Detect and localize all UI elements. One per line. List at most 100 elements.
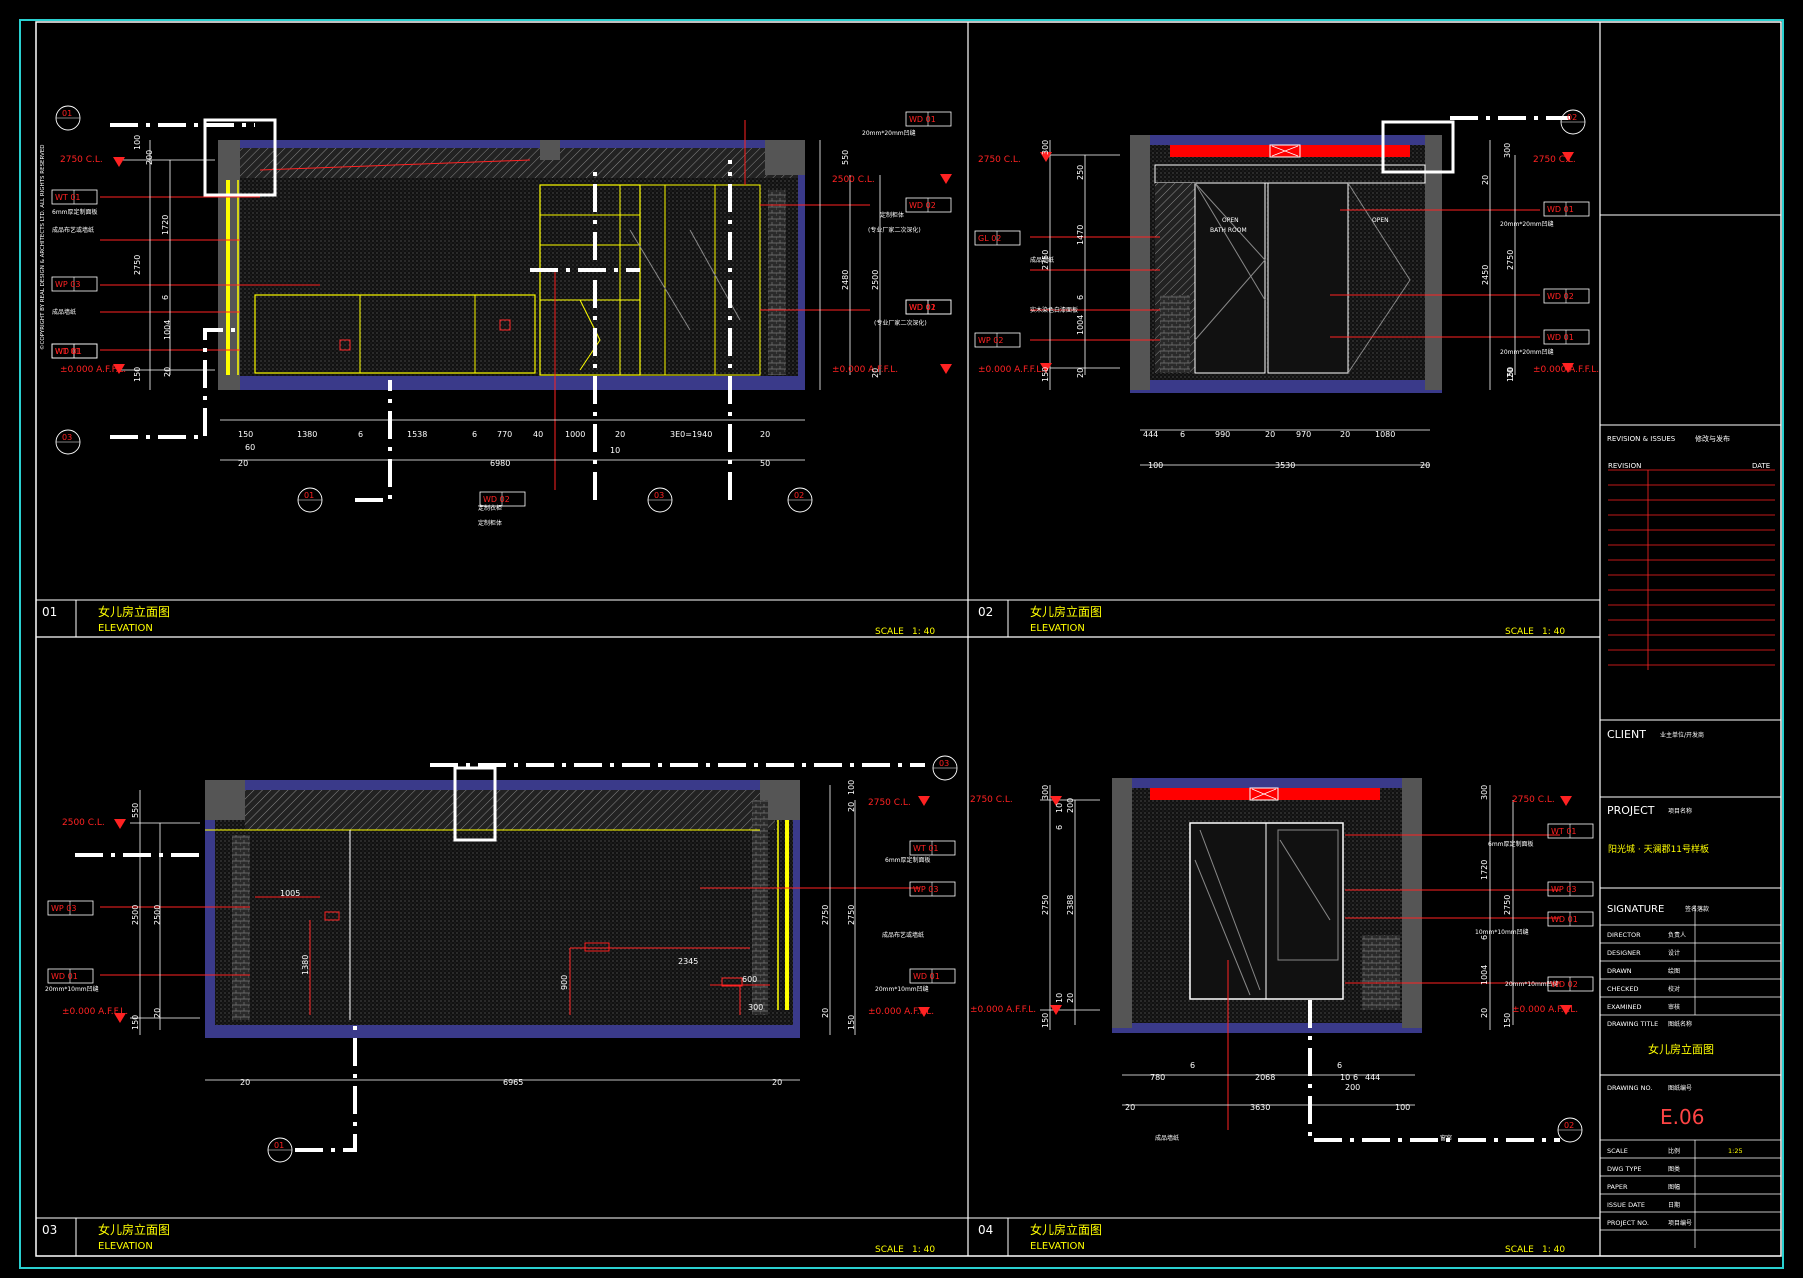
level-label: 2750 C.L.	[60, 155, 103, 165]
elevation-01	[100, 118, 952, 502]
meta-row-cn: 项目编号	[1668, 1219, 1692, 1227]
vertical-dim: 150	[1041, 1013, 1050, 1028]
vertical-dim: 1004	[1480, 965, 1489, 985]
vertical-dim: 150	[847, 1015, 856, 1030]
horizontal-dim: 6	[472, 430, 477, 439]
horizontal-dim: 3630	[1250, 1103, 1270, 1112]
horizontal-dim: 970	[1296, 430, 1311, 439]
vertical-dim: 2388	[1066, 895, 1075, 915]
material-tag: WP 03	[1551, 885, 1576, 894]
material-tag-box	[1547, 823, 1594, 839]
horizontal-dim: 6	[1180, 430, 1185, 439]
vertical-dim: 1720	[161, 215, 170, 235]
horizontal-dim: 20	[615, 430, 625, 439]
panel-4-scale-label: SCALE	[1505, 1245, 1534, 1255]
material-tag-box	[47, 900, 94, 916]
section-callout: 02	[1567, 113, 1577, 122]
material-tag-box	[909, 881, 956, 897]
panel-3-scale-label: SCALE	[875, 1245, 904, 1255]
elevation-02	[1030, 116, 1574, 466]
horizontal-dim: 6	[358, 430, 363, 439]
level-label: 2750 C.L.	[970, 795, 1013, 805]
vertical-dim: 550	[841, 150, 850, 165]
material-tag-box	[905, 111, 952, 127]
material-tag: WP 03	[51, 904, 76, 913]
meta-row-cn: 图类	[1668, 1165, 1680, 1173]
level-label: 2750 C.L.	[1512, 795, 1555, 805]
horizontal-dim: 50	[760, 459, 770, 468]
vertical-dim: 20	[871, 368, 880, 378]
panel-1-number: 01	[42, 605, 57, 619]
drawing-title: 女儿房立面图	[1648, 1042, 1714, 1056]
annotation-layer: 2750 C.L.2500 C.L.±0.000 A.F.F.L.±0.000 …	[45, 105, 1599, 1163]
horizontal-dim: 1005	[280, 889, 300, 898]
vertical-dim: 20	[1506, 368, 1515, 378]
vertical-dim: 100	[133, 135, 142, 150]
material-tag-box	[905, 299, 952, 315]
level-label: ±0.000 A.F.F.L.	[832, 365, 898, 375]
callout-note: 定制柜体	[478, 519, 502, 527]
vertical-dim: 250	[1076, 165, 1085, 180]
vertical-dim: 6	[1055, 825, 1064, 830]
material-tag-box	[1547, 976, 1594, 992]
outer-border	[19, 19, 1784, 1269]
vertical-dim: 2500	[131, 905, 140, 925]
vertical-dim: 1004	[1076, 315, 1085, 335]
horizontal-dim: 20	[1420, 461, 1430, 470]
material-tag: WD 02	[909, 303, 936, 312]
material-tag-box	[974, 332, 1021, 348]
meta-row-cn: 图幅	[1668, 1183, 1680, 1191]
vertical-dim: 20	[1481, 175, 1490, 185]
panel-1-scale-label: SCALE	[875, 627, 904, 637]
material-tag: WD 01	[909, 115, 936, 124]
section-callout: 02	[794, 491, 804, 500]
vertical-dim: 20	[1066, 993, 1075, 1003]
panel-2-title-cn: 女儿房立面图	[1030, 604, 1102, 619]
client-label: CLIENT	[1607, 728, 1646, 741]
level-label: ±0.000 A.F.F.L.	[970, 1005, 1036, 1015]
vertical-dim: 150	[133, 367, 142, 382]
vertical-dim: 2750	[133, 255, 142, 275]
vertical-dim: 2500	[871, 270, 880, 290]
material-tag: WD 02	[1547, 292, 1574, 301]
panel-1-title-cn: 女儿房立面图	[98, 604, 170, 619]
callout-note: 成品布艺或墙纸	[882, 931, 924, 939]
callout-note: 实木染色白漆面板	[1030, 306, 1078, 314]
horizontal-dim: 300	[748, 1003, 763, 1012]
vertical-dim: 1004	[163, 320, 172, 340]
vertical-dim: 300	[1503, 143, 1512, 158]
panel-1-scale-value: 1: 40	[912, 627, 935, 637]
vertical-dim: 2480	[841, 270, 850, 290]
callout-note: 20mm*20mm凹缝	[862, 129, 916, 137]
panel-3-title-cn: 女儿房立面图	[98, 1222, 170, 1237]
drawing-title-cn: 图纸名称	[1668, 1020, 1692, 1028]
horizontal-dim: 444	[1143, 430, 1158, 439]
vertical-dim: 2500	[153, 905, 162, 925]
callout-note: (专业厂家二次深化)	[868, 226, 921, 234]
vertical-dim: 2750	[1041, 250, 1050, 270]
callout-note: 20mm*10mm凹缝	[875, 985, 929, 993]
section-callout: 01	[304, 491, 314, 500]
vertical-dim: 200	[145, 150, 154, 165]
meta-row-en: PAPER	[1607, 1183, 1628, 1191]
vertical-dim: 200	[1066, 798, 1075, 813]
elevation-03	[75, 763, 930, 1152]
vertical-dim: 2450	[1481, 265, 1490, 285]
material-tag-box	[974, 230, 1021, 246]
horizontal-dim: 1000	[565, 430, 585, 439]
sig-row-cn: 负责人	[1668, 931, 1686, 939]
material-tag: WD 01	[909, 303, 936, 312]
panel-4-number: 04	[978, 1223, 993, 1237]
horizontal-dim: 20	[1340, 430, 1350, 439]
meta-row-en: SCALE	[1607, 1147, 1628, 1155]
project-cn: 项目名称	[1668, 807, 1692, 815]
vertical-dim: 20	[1076, 368, 1085, 378]
project-name: 阳光城 · 天澜郡11号样板	[1608, 843, 1709, 855]
material-tag-box	[1547, 911, 1594, 927]
horizontal-dim: 150	[238, 430, 253, 439]
sig-row-cn: 绘图	[1668, 967, 1680, 975]
horizontal-dim: 200	[1345, 1083, 1360, 1092]
vertical-dim: 150	[131, 1015, 140, 1030]
panel-4-title-cn: 女儿房立面图	[1030, 1222, 1102, 1237]
level-label: ±0.000 A.F.F.L.	[62, 1007, 128, 1017]
